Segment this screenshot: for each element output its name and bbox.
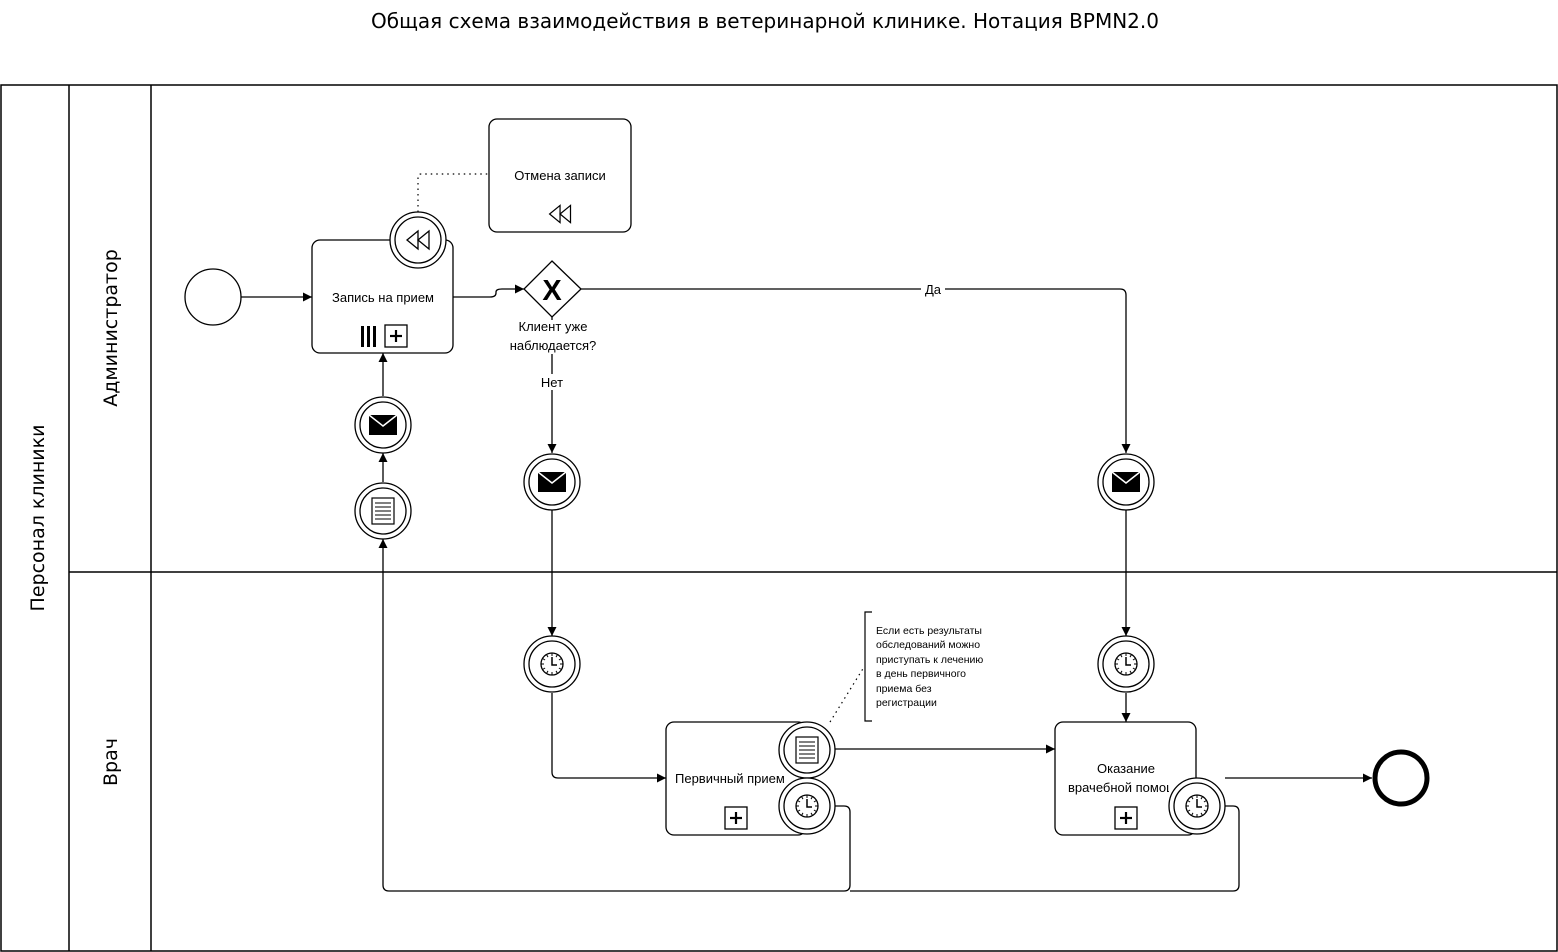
clock-icon <box>540 652 564 676</box>
subprocess-plus-icon <box>383 323 409 349</box>
sequence-flows <box>241 173 1372 892</box>
flow-label-yes: Да <box>925 282 942 297</box>
subprocess-plus-icon <box>1113 805 1139 831</box>
compensation-boundary-event[interactable] <box>389 211 447 269</box>
timer-boundary-event-treatment[interactable] <box>1168 777 1226 835</box>
flow-gateway-yes <box>581 288 1131 453</box>
annotation-line-3: приступать к лечению <box>876 654 983 666</box>
start-event[interactable] <box>184 268 242 326</box>
annotation-line-4: в день первичного <box>876 668 966 680</box>
flow-booking-to-gateway <box>453 284 524 298</box>
message-event-no[interactable] <box>523 453 581 511</box>
gateway-label-bg <box>508 320 600 354</box>
clock-icon <box>1185 794 1209 818</box>
flow-treatment-timer-back <box>850 805 1240 892</box>
task-first-visit-label: Первичный прием <box>675 771 785 786</box>
diagram-title: Общая схема взаимодействия в ветеринарно… <box>371 9 1159 33</box>
task-treatment[interactable]: Оказание врачебной помощи <box>1054 721 1197 836</box>
task-cancel-box[interactable] <box>488 118 632 233</box>
task-treatment-label-line2: врачебной помощи <box>1068 780 1184 795</box>
message-event-booking[interactable] <box>354 396 412 454</box>
timer-event-right[interactable] <box>1097 635 1155 693</box>
gateway-x-icon: X <box>542 275 562 307</box>
task-treatment-label-clip: Оказание врачебной помощи <box>1068 761 1184 795</box>
end-event[interactable] <box>1372 749 1430 807</box>
no-label-bg <box>537 374 567 390</box>
message-event-yes[interactable] <box>1097 453 1155 511</box>
task-booking-label: Запись на прием <box>332 290 434 305</box>
task-cancel-label: Отмена записи <box>514 168 606 183</box>
task-cancel[interactable]: Отмена записи <box>488 118 632 233</box>
gateway-label-line1: Клиент уже <box>519 319 588 334</box>
document-icon <box>795 736 819 764</box>
conditional-event-booking[interactable] <box>354 482 412 540</box>
gateway-label-line2: наблюдается? <box>510 338 597 353</box>
pool-label: Персонал клиники <box>27 425 49 612</box>
task-first-visit[interactable]: Первичный прием <box>665 721 807 836</box>
multi-instance-parallel-icon <box>361 326 376 347</box>
annotation-bracket <box>864 611 872 722</box>
flow-timer-to-first-visit <box>551 693 666 783</box>
clock-icon <box>795 794 819 818</box>
conditional-boundary-event-first-visit[interactable] <box>778 721 836 779</box>
envelope-icon <box>368 414 398 436</box>
yes-label-bg <box>921 281 945 297</box>
text-annotation: Если есть результаты обследований можно … <box>864 611 983 722</box>
annotation-line-1: Если есть результаты <box>876 625 982 637</box>
compensation-association <box>417 173 489 212</box>
lane-label-admin: Администратор <box>100 249 122 407</box>
exclusive-gateway[interactable]: X <box>523 260 582 318</box>
flow-first-visit-timer-back <box>378 539 851 892</box>
annotation-line-5: приема без <box>876 683 932 695</box>
envelope-icon <box>1111 471 1141 493</box>
annotation-line-2: обследований можно <box>876 639 980 651</box>
envelope-icon <box>537 471 567 493</box>
task-treatment-label-line1: Оказание <box>1097 761 1155 776</box>
subprocess-plus-icon <box>723 805 749 831</box>
annotation-line-6: регистрации <box>876 697 937 709</box>
clock-icon <box>1114 652 1138 676</box>
timer-boundary-event-first-visit[interactable] <box>778 777 836 835</box>
lane-label-doctor: Врач <box>100 738 122 786</box>
flow-label-no: Нет <box>541 375 563 390</box>
document-icon <box>371 497 395 525</box>
timer-event-left[interactable] <box>523 635 581 693</box>
